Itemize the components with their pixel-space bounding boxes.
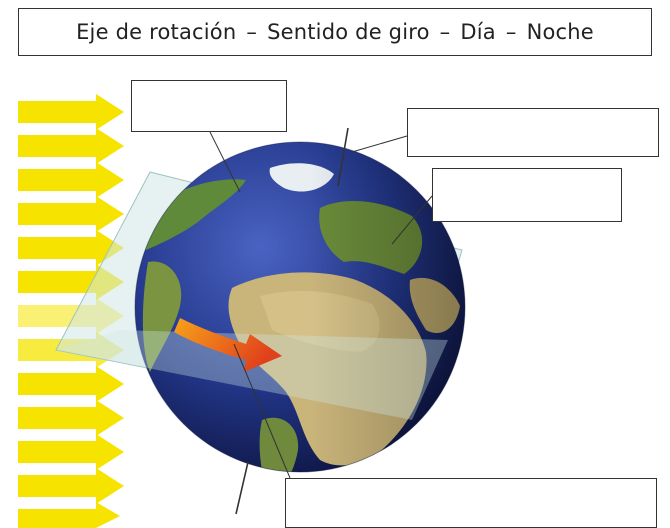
sun-ray-arrow-icon: [18, 128, 124, 164]
word-bank-separator: –: [246, 20, 258, 44]
word-bank-separator: –: [505, 20, 517, 44]
rotation-axis-bottom: [235, 461, 249, 515]
sun-ray-arrow-icon: [18, 468, 124, 504]
sun-ray-arrow-icon: [18, 162, 124, 198]
leader-line-box-3: [391, 195, 433, 245]
word-bank: Eje de rotación – Sentido de giro – Día …: [18, 8, 652, 56]
word-bank-separator: –: [439, 20, 451, 44]
sun-ray-arrow-icon: [18, 196, 124, 232]
sun-ray-arrow-icon: [18, 366, 124, 402]
answer-box-1[interactable]: [131, 80, 287, 132]
answer-box-2[interactable]: [407, 108, 659, 157]
word-bank-term-night: Noche: [526, 20, 594, 44]
sun-ray-arrow-icon: [18, 434, 124, 470]
earth-globe-icon: [134, 141, 466, 473]
answer-box-4[interactable]: [285, 478, 657, 528]
leader-line-box-2: [351, 135, 408, 153]
orbital-plane-front: [56, 330, 448, 420]
word-bank-term-direction: Sentido de giro: [267, 20, 430, 44]
word-bank-term-axis: Eje de rotación: [76, 20, 237, 44]
sun-ray-arrow-icon: [18, 400, 124, 436]
sun-ray-arrow-icon: [18, 230, 124, 266]
sun-ray-arrow-icon: [18, 94, 124, 130]
leader-line-box-1: [209, 131, 241, 193]
word-bank-term-day: Día: [460, 20, 496, 44]
sun-ray-arrow-icon: [18, 502, 120, 528]
answer-box-3[interactable]: [432, 168, 622, 222]
rotation-axis-top: [337, 127, 349, 187]
leader-line-box-4: [233, 343, 291, 479]
rotation-arrow-icon: [174, 318, 282, 372]
